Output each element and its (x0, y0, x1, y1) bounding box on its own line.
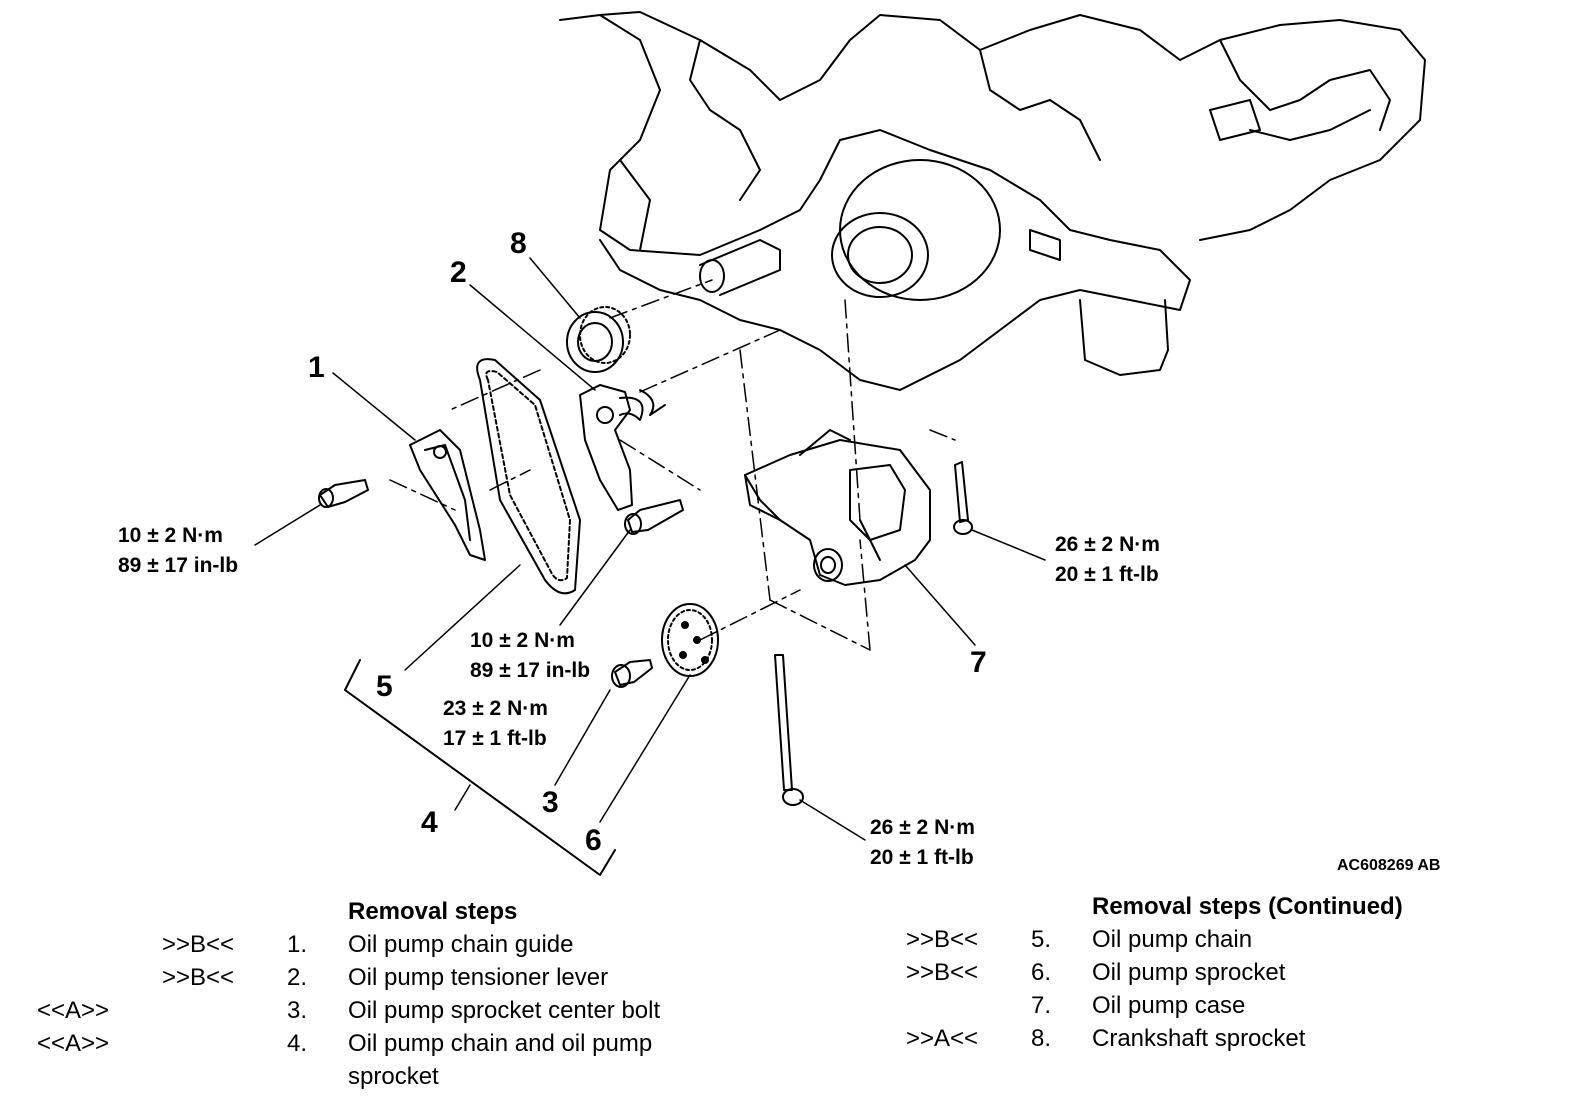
step-text: Crankshaft sprocket (1092, 1025, 1306, 1052)
callout-1: 1 (308, 351, 325, 384)
engine-block-drawing (559, 11, 1426, 391)
list-item: >>B<< 6. Oil pump sprocket (900, 956, 1570, 989)
service-note: >>B<< (906, 959, 979, 986)
list-item: >>A<< 8. Crankshaft sprocket (900, 1022, 1570, 1055)
step-text: Oil pump chain (1092, 926, 1253, 953)
group-bracket-4 (344, 659, 616, 876)
callout-6: 6 (585, 824, 602, 857)
callout-5: 5 (376, 670, 393, 703)
removal-steps-left: Removal steps >>B<< 1. Oil pump chain gu… (0, 895, 760, 1105)
list-item: <<A>> 4. Oil pump chain and oil pump (0, 1027, 760, 1060)
step-number: 6. (1031, 959, 1052, 986)
step-number: 3. (287, 997, 308, 1024)
torque-center-bolt-nm: 23 ± 2 N·m (443, 697, 548, 720)
tensioner-bolt-drawing (624, 499, 684, 535)
torque-case-lower-nm: 26 ± 2 N·m (870, 816, 975, 839)
crankshaft-sprocket-drawing (566, 306, 631, 373)
chain-guide-drawing (409, 429, 486, 561)
oil-pump-sprocket-drawing (661, 603, 719, 677)
torque-center-bolt-ftlb: 17 ± 1 ft-lb (443, 727, 547, 750)
tensioner-lever-drawing (579, 384, 666, 511)
service-note: >>B<< (162, 931, 235, 958)
step-number: 7. (1031, 992, 1052, 1019)
list-item: 7. Oil pump case (900, 989, 1570, 1022)
removal-steps-title: Removal steps (348, 898, 518, 925)
callout-7: 7 (970, 646, 987, 679)
center-bolt-drawing (611, 659, 653, 688)
pump-case-lower-bolt-drawing (774, 654, 804, 806)
chain-guide-bolt-drawing (318, 479, 369, 508)
exploded-view-diagram: 1 2 3 4 5 6 7 8 10 ± 2 N·m 89 ± 17 in-lb… (118, 11, 1440, 876)
step-number: 1. (287, 931, 308, 958)
callout-4: 4 (421, 806, 438, 839)
list-item: <<A>> 3. Oil pump sprocket center bolt (0, 994, 760, 1027)
torque-chain-guide-inlb: 89 ± 17 in-lb (118, 554, 238, 577)
list-item: >>B<< 2. Oil pump tensioner lever (0, 961, 760, 994)
step-text: sprocket (348, 1063, 439, 1090)
list-item: sprocket (0, 1060, 760, 1093)
callout-3: 3 (542, 786, 559, 819)
oil-pump-case-drawing (744, 429, 931, 586)
torque-case-upper-nm: 26 ± 2 N·m (1055, 533, 1160, 556)
step-text: Oil pump case (1092, 992, 1246, 1019)
step-number: 4. (287, 1030, 308, 1057)
step-text: Oil pump chain guide (348, 931, 574, 958)
service-note: >>B<< (906, 926, 979, 953)
service-note: >>A<< (906, 1025, 979, 1052)
torque-tensioner-inlb: 89 ± 17 in-lb (470, 659, 590, 682)
torque-case-upper-ftlb: 20 ± 1 ft-lb (1055, 563, 1159, 586)
pump-case-upper-bolt-drawing (953, 461, 973, 535)
torque-chain-guide-nm: 10 ± 2 N·m (118, 524, 223, 547)
callout-2: 2 (450, 256, 467, 289)
step-text: Oil pump chain and oil pump (348, 1030, 653, 1057)
figure-id: AC608269 AB (1337, 857, 1440, 874)
torque-case-lower-ftlb: 20 ± 1 ft-lb (870, 846, 974, 869)
service-note: >>B<< (162, 964, 235, 991)
torque-tensioner-nm: 10 ± 2 N·m (470, 629, 575, 652)
callout-8: 8 (510, 227, 527, 260)
removal-steps-continued-title: Removal steps (Continued) (1092, 893, 1403, 920)
oil-pump-chain-drawing (476, 358, 581, 595)
leader-lines (254, 257, 1046, 841)
removal-steps-right: Removal steps (Continued) >>B<< 5. Oil p… (900, 890, 1570, 1060)
list-item: >>B<< 1. Oil pump chain guide (0, 928, 760, 961)
step-number: 5. (1031, 926, 1052, 953)
step-number: 2. (287, 964, 308, 991)
step-text: Oil pump sprocket center bolt (348, 997, 661, 1024)
step-number: 8. (1031, 1025, 1052, 1052)
assembly-centerlines (389, 279, 956, 651)
step-text: Oil pump tensioner lever (348, 964, 609, 991)
service-note: <<A>> (37, 1030, 110, 1057)
list-item: >>B<< 5. Oil pump chain (900, 923, 1570, 956)
service-note: <<A>> (37, 997, 110, 1024)
step-text: Oil pump sprocket (1092, 959, 1286, 986)
